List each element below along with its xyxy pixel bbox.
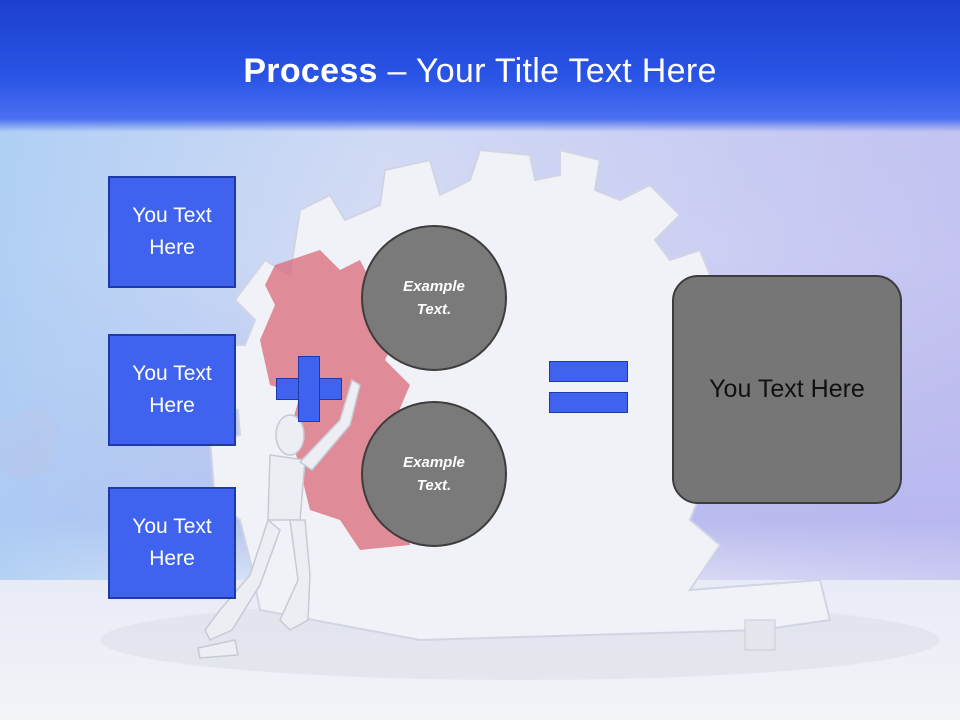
equals-bottom-bar	[549, 392, 628, 413]
title-bar: Process – Your Title Text Here	[0, 0, 960, 132]
text-box-1[interactable]: You Text Here	[108, 176, 236, 288]
example-circle-1[interactable]: Example Text.	[361, 225, 507, 371]
text-box-2[interactable]: You Text Here	[108, 334, 236, 446]
result-box-label: You Text Here	[709, 375, 865, 403]
example-circle-1-label: Example Text.	[403, 278, 465, 318]
example-circle-2[interactable]: Example Text.	[361, 401, 507, 547]
title-bold: Process	[243, 52, 378, 90]
equals-icon	[549, 361, 628, 417]
title-rest: – Your Title Text Here	[377, 52, 717, 90]
plus-icon	[276, 356, 342, 422]
page-title: Process – Your Title Text Here	[0, 52, 960, 91]
plus-center	[299, 379, 319, 399]
example-circle-2-label: Example Text.	[403, 454, 465, 494]
result-box[interactable]: You Text Here	[672, 275, 902, 504]
equals-top-bar	[549, 361, 628, 382]
text-box-3[interactable]: You Text Here	[108, 487, 236, 599]
